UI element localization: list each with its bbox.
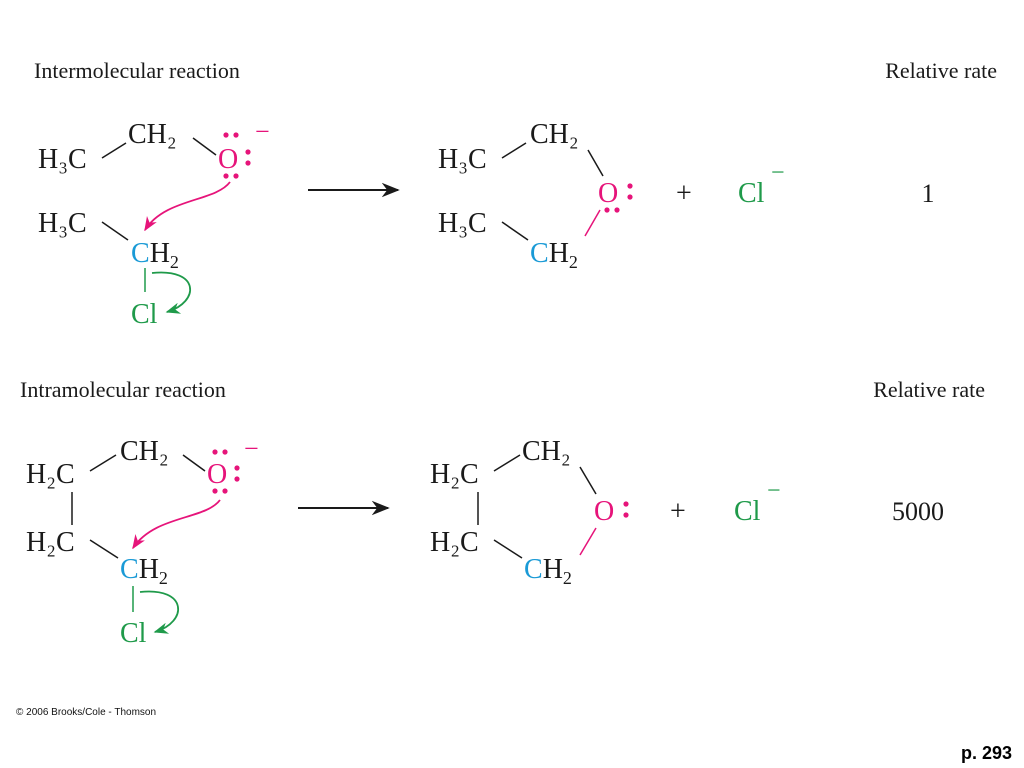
bond	[192, 137, 217, 156]
negative-charge: −	[244, 434, 259, 463]
intermolecular-section: Intermolecular reaction Relative rate H₃…	[34, 58, 997, 330]
h3c-atom: H₃C	[438, 144, 487, 175]
bond	[182, 454, 206, 472]
bond	[493, 539, 523, 559]
h2c-atom: H₂C	[26, 459, 75, 490]
ch2-atom: CH₂	[530, 119, 579, 150]
ch2-atom: CH2	[524, 554, 572, 588]
bond	[89, 454, 117, 472]
section-heading: Intermolecular reaction	[34, 58, 240, 83]
bond	[579, 466, 597, 495]
bond	[587, 149, 604, 177]
rate-label: Relative rate	[873, 377, 985, 402]
intramolecular-section: Intramolecular reaction Relative rate H₂…	[20, 377, 985, 649]
lone-pairs	[604, 183, 633, 213]
h2c-atom: H₂C	[430, 459, 479, 490]
oxygen-atom: O	[218, 144, 238, 175]
ch2-atom: CH₂	[522, 436, 571, 467]
page-number: p. 293	[960, 743, 1012, 763]
section-heading: Intramolecular reaction	[20, 377, 226, 402]
ch2-atom: CH2	[120, 554, 168, 588]
chlorine-atom: Cl	[131, 299, 158, 330]
ch2-atom: CH2	[530, 238, 578, 272]
ch2-atom: CH2	[131, 238, 179, 272]
reactants-intermolecular: H₃C CH₂ O − H₃C CH2 Cl	[38, 117, 270, 330]
bond	[89, 539, 119, 559]
bond	[101, 142, 127, 159]
ch2-atom: CH₂	[120, 436, 169, 467]
rate-label: Relative rate	[885, 58, 997, 83]
oxygen-atom: O	[598, 178, 618, 209]
copyright-notice: © 2006 Brooks/Cole - Thomson	[16, 707, 157, 718]
plus-sign: +	[670, 496, 686, 527]
negative-charge: −	[255, 117, 270, 146]
products-intermolecular: H₃C CH₂ O H₃C CH2 + Cl −	[438, 119, 785, 272]
nucleophile-arrow	[132, 499, 221, 550]
rate-value: 1	[922, 179, 935, 208]
lone-pairs	[223, 132, 251, 179]
h3c-atom: H₃C	[38, 144, 87, 175]
h2c-atom: H₂C	[26, 527, 75, 558]
rate-value: 5000	[892, 497, 944, 526]
bond	[101, 221, 129, 241]
product-intramolecular: H₂C CH₂ O H₂C CH2 + Cl −	[430, 436, 781, 588]
ch2-atom: CH₂	[128, 119, 177, 150]
h3c-atom: H₃C	[38, 208, 87, 239]
chloride-ion: Cl	[738, 178, 765, 209]
bond	[501, 142, 527, 159]
h2c-atom: H₂C	[430, 527, 479, 558]
oxygen-atom: O	[207, 459, 227, 490]
plus-sign: +	[676, 178, 692, 209]
bond	[493, 454, 521, 472]
lone-pairs	[212, 449, 240, 494]
lone-pairs	[623, 501, 629, 518]
negative-charge: −	[771, 160, 785, 186]
oxygen-atom: O	[594, 496, 614, 527]
bond	[579, 527, 597, 556]
bond	[584, 209, 601, 237]
leaving-group-arrow	[151, 271, 192, 314]
reactant-intramolecular: H₂C CH₂ O − H₂C CH2 Cl	[26, 434, 259, 649]
bond	[501, 221, 529, 241]
leaving-group-arrow	[139, 590, 180, 634]
chloride-ion: Cl	[734, 496, 761, 527]
negative-charge: −	[767, 478, 781, 504]
chlorine-atom: Cl	[120, 618, 147, 649]
h3c-atom: H₃C	[438, 208, 487, 239]
nucleophile-arrow	[144, 181, 231, 232]
